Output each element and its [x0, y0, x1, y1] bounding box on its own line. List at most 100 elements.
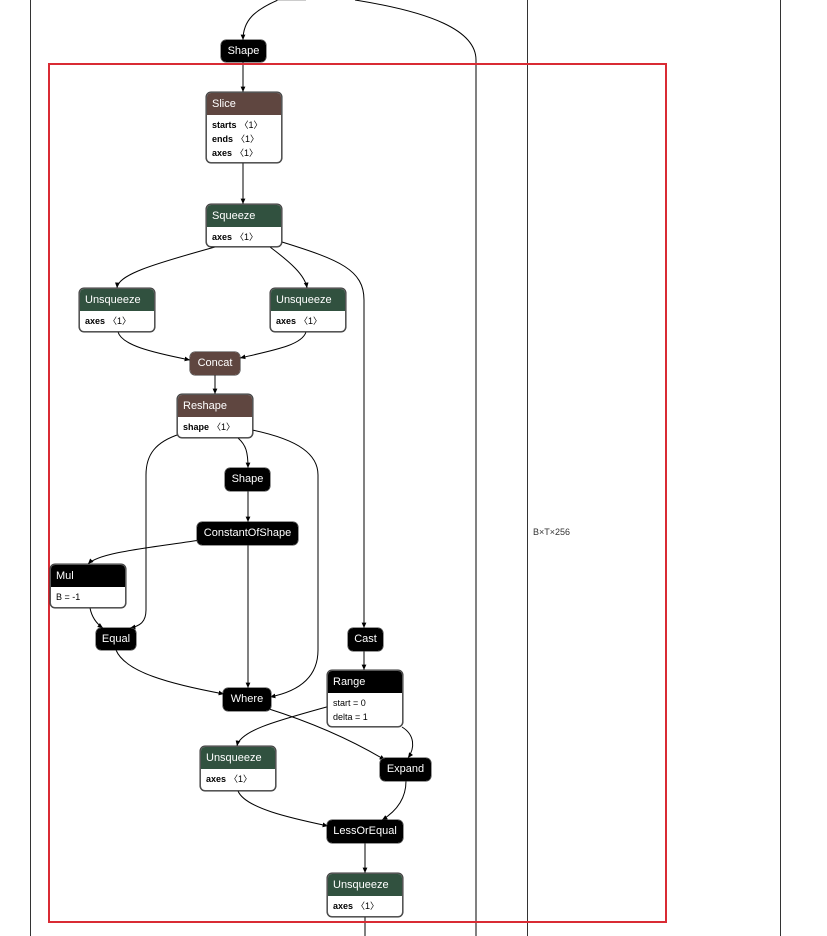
node-attributes: axes〈1〉: [271, 311, 345, 330]
node-title: Squeeze: [207, 205, 281, 227]
node-attributes: start = 0 delta = 1: [328, 693, 402, 726]
attribute-key: axes: [85, 316, 106, 326]
node-mul[interactable]: Mul B = -1: [50, 564, 126, 608]
attribute-row: ends〈1〉: [212, 132, 276, 146]
attribute-row: start = 0: [333, 696, 397, 710]
edge-range-unsq-mid: [235, 705, 331, 747]
attribute-key: starts: [212, 120, 237, 130]
edge-in-top: [240, 0, 279, 41]
attribute-key: axes: [212, 148, 233, 158]
node-attributes: axes〈1〉: [80, 311, 154, 330]
node-attributes: starts〈1〉ends〈1〉axes〈1〉: [207, 115, 281, 162]
graph-line-mid: [527, 0, 528, 936]
attribute-key: axes: [276, 316, 297, 326]
node-attributes: axes〈1〉: [328, 896, 402, 915]
attribute-value: 〈1〉: [235, 232, 259, 242]
attribute-value: 〈1〉: [108, 316, 132, 326]
node-squeeze[interactable]: Squeeze axes〈1〉: [206, 204, 282, 247]
edge-unsq-left-concat: [117, 331, 191, 362]
node-where[interactable]: Where: [223, 688, 271, 711]
node-equal[interactable]: Equal: [96, 628, 136, 650]
attribute-row: B = -1: [56, 590, 120, 604]
attribute-row: axes〈1〉: [333, 899, 397, 913]
node-attributes: B = -1: [51, 587, 125, 606]
attribute-key: ends: [212, 134, 234, 144]
node-title: Concat: [190, 352, 240, 375]
node-title: Expand: [380, 758, 431, 781]
node-shape-top[interactable]: Shape: [221, 40, 266, 62]
node-title: Unsqueeze: [271, 289, 345, 311]
node-expand[interactable]: Expand: [380, 758, 431, 781]
node-title: Reshape: [178, 395, 252, 417]
attribute-row: shape〈1〉: [183, 420, 247, 434]
attribute-row: axes〈1〉: [212, 230, 276, 244]
attribute-key: B = -1: [56, 592, 81, 602]
edge-where-expand: [265, 707, 386, 761]
node-unsq-mid[interactable]: Unsqueeze axes〈1〉: [200, 746, 276, 791]
highlight-region: [48, 63, 667, 923]
node-title: Shape: [221, 40, 266, 62]
node-title: LessOrEqual: [327, 820, 403, 843]
node-title: Range: [328, 671, 402, 693]
edge-squeeze-unsq-left: [115, 246, 216, 289]
node-leq[interactable]: LessOrEqual: [327, 820, 403, 843]
node-title: Unsqueeze: [328, 874, 402, 896]
edge-mul-equal: [89, 607, 104, 629]
node-reshape[interactable]: Reshape shape〈1〉: [177, 394, 253, 438]
node-title: Unsqueeze: [80, 289, 154, 311]
attribute-value: 〈1〉: [229, 774, 253, 784]
attribute-row: delta = 1: [333, 710, 397, 724]
node-unsq-bottom[interactable]: Unsqueeze axes〈1〉: [327, 873, 403, 917]
attribute-key: axes: [333, 901, 354, 911]
attribute-key: shape: [183, 422, 210, 432]
attribute-row: axes〈1〉: [212, 146, 276, 160]
node-attributes: axes〈1〉: [207, 227, 281, 246]
node-cos[interactable]: ConstantOfShape: [197, 522, 298, 545]
node-range[interactable]: Range start = 0 delta = 1: [327, 670, 403, 727]
attribute-value: 〈1〉: [239, 120, 263, 130]
node-title: Cast: [348, 628, 383, 651]
node-unsq-left[interactable]: Unsqueeze axes〈1〉: [79, 288, 155, 332]
edge-top-right: [354, 0, 477, 936]
attribute-row: axes〈1〉: [85, 314, 149, 328]
edge-expand-leq: [381, 780, 407, 821]
edge-cos-mul: [87, 539, 201, 565]
attribute-key: start = 0: [333, 698, 366, 708]
attribute-value: 〈1〉: [235, 148, 259, 158]
edge-reshape-equal: [129, 433, 181, 630]
attribute-row: starts〈1〉: [212, 118, 276, 132]
node-attributes: shape〈1〉: [178, 417, 252, 436]
node-attributes: axes〈1〉: [201, 769, 275, 788]
attribute-row: axes〈1〉: [276, 314, 340, 328]
edge-range-expand: [401, 726, 414, 759]
attribute-row: axes〈1〉: [206, 772, 270, 786]
attribute-value: 〈1〉: [236, 134, 260, 144]
node-title: Shape: [225, 468, 270, 491]
graph-line-far-left: [30, 0, 31, 936]
attribute-value: 〈1〉: [299, 316, 323, 326]
node-title: Unsqueeze: [201, 747, 275, 769]
attribute-value: 〈1〉: [212, 422, 236, 432]
node-title: Where: [223, 688, 271, 711]
node-title: ConstantOfShape: [197, 522, 298, 545]
graph-line-right: [780, 0, 781, 936]
attribute-key: axes: [206, 774, 227, 784]
edge-squeeze-cast: [281, 241, 367, 628]
edge-unsq-mid-leq: [237, 790, 329, 828]
node-cast[interactable]: Cast: [348, 628, 383, 651]
node-unsq-right[interactable]: Unsqueeze axes〈1〉: [270, 288, 346, 332]
edge-reshape-shape: [237, 437, 251, 469]
edge-unsq-right-concat: [239, 331, 307, 360]
node-concat[interactable]: Concat: [190, 352, 240, 375]
node-title: Mul: [51, 565, 125, 587]
edge-equal-where: [115, 649, 225, 696]
node-title: Slice: [207, 93, 281, 115]
attribute-key: delta = 1: [333, 712, 368, 722]
edge-shape-label: B×T×256: [533, 527, 571, 537]
node-shape-mid[interactable]: Shape: [225, 468, 270, 491]
attribute-value: 〈1〉: [356, 901, 380, 911]
attribute-key: axes: [212, 232, 233, 242]
edge-squeeze-unsq-right: [269, 246, 309, 289]
